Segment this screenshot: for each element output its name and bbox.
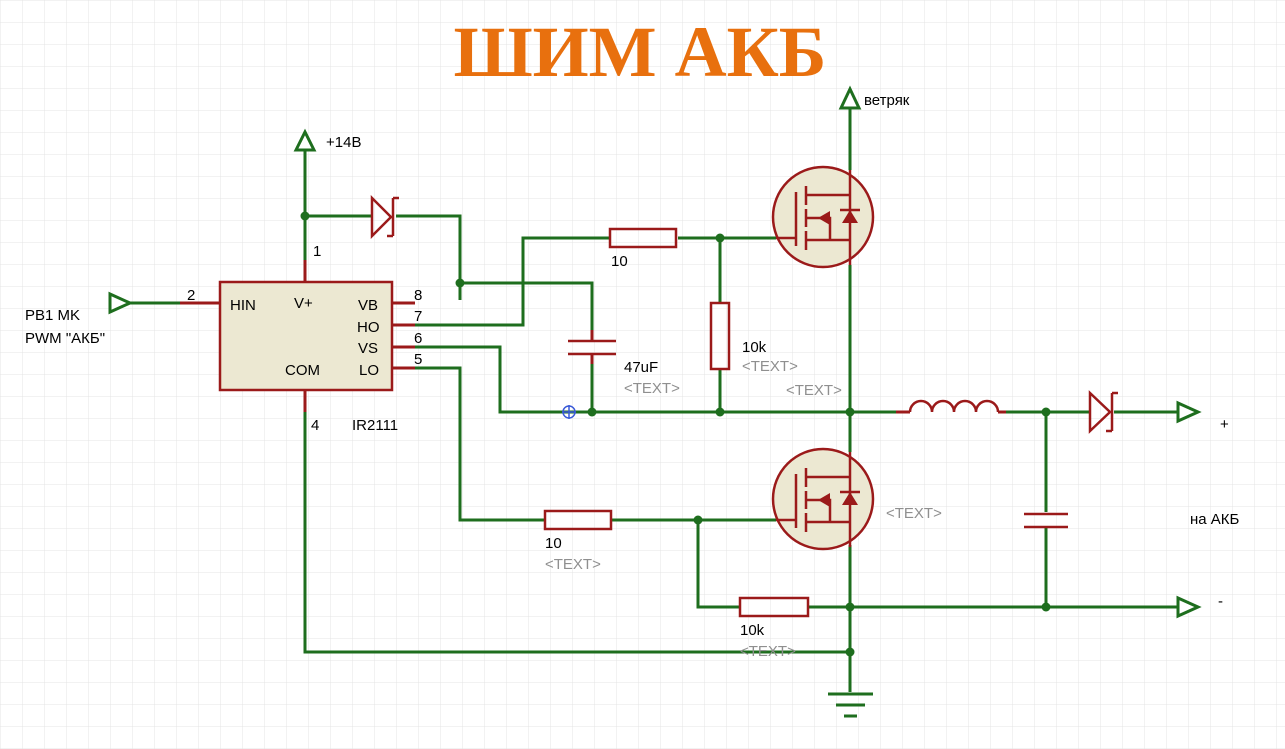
pin-number-4: 4 xyxy=(311,417,319,434)
output-capacitor-icon[interactable] xyxy=(1024,512,1068,529)
ic-pin-vb: VB xyxy=(358,297,378,314)
resistor-gs-high-icon[interactable] xyxy=(709,301,731,371)
pin-number-8: 8 xyxy=(414,287,422,304)
ic-name: IR2111 xyxy=(352,417,398,434)
label-out-plus: + xyxy=(1220,416,1229,433)
label-battery: на АКБ xyxy=(1190,511,1240,528)
mosfet-high-icon[interactable] xyxy=(771,165,875,269)
label-input-line1: PB1 MK xyxy=(25,307,80,324)
ic-pin-vs: VS xyxy=(358,340,378,357)
diagram-title: ШИМ АКБ xyxy=(454,12,827,92)
pin-number-7: 7 xyxy=(414,308,422,325)
label-wind: ветряк xyxy=(864,92,910,109)
output-diode-icon[interactable] xyxy=(1088,390,1118,434)
resistor-gs-low-icon[interactable] xyxy=(738,596,810,618)
ic-ir2111[interactable] xyxy=(180,260,415,412)
placeholder-r-gate-low: <TEXT> xyxy=(545,556,601,573)
terminal-vcc[interactable] xyxy=(293,128,317,152)
placeholder-r-gs-high: <TEXT> xyxy=(742,358,798,375)
ic-pin-ho: HO xyxy=(357,319,380,336)
label-r-gs-low: 10k xyxy=(740,622,765,639)
label-r-gate-high: 10 xyxy=(611,253,628,270)
inductor-icon[interactable] xyxy=(896,399,1006,414)
pin-number-5: 5 xyxy=(414,351,422,368)
placeholder-r-gs-low: <TEXT> xyxy=(740,643,796,660)
ic-pin-hin: HIN xyxy=(230,297,256,314)
probe-marker[interactable] xyxy=(562,405,576,419)
bootstrap-diode-icon[interactable] xyxy=(370,194,399,240)
label-cap-boot: 47uF xyxy=(624,359,658,376)
pin-number-6: 6 xyxy=(414,330,422,347)
terminal-wind[interactable] xyxy=(838,85,862,110)
mosfet-low-icon[interactable] xyxy=(771,447,875,551)
pin-number-2: 2 xyxy=(187,287,195,304)
label-vcc: +14В xyxy=(326,134,361,151)
pin-number-1: 1 xyxy=(313,243,321,260)
terminal-out-minus[interactable] xyxy=(1176,595,1202,619)
ic-pin-vplus: V+ xyxy=(294,295,313,312)
placeholder-mosfet-high: <TEXT> xyxy=(786,382,842,399)
placeholder-mosfet-low: <TEXT> xyxy=(886,505,942,522)
wires xyxy=(130,108,1178,718)
label-out-minus: - xyxy=(1218,593,1223,610)
label-r-gate-low: 10 xyxy=(545,535,562,552)
label-r-gs-high: 10k xyxy=(742,339,767,356)
terminal-out-plus[interactable] xyxy=(1176,400,1202,424)
ic-pin-com: COM xyxy=(285,362,320,379)
bootstrap-capacitor-icon[interactable] xyxy=(568,330,616,364)
terminal-input[interactable] xyxy=(108,291,134,315)
ic-pin-lo: LO xyxy=(359,362,379,379)
resistor-gate-high-icon[interactable] xyxy=(608,227,678,249)
junction-dots xyxy=(300,211,1051,657)
placeholder-cap-boot: <TEXT> xyxy=(624,380,680,397)
label-input-line2: PWM "АКБ" xyxy=(25,330,105,347)
resistor-gate-low-icon[interactable] xyxy=(543,509,613,531)
